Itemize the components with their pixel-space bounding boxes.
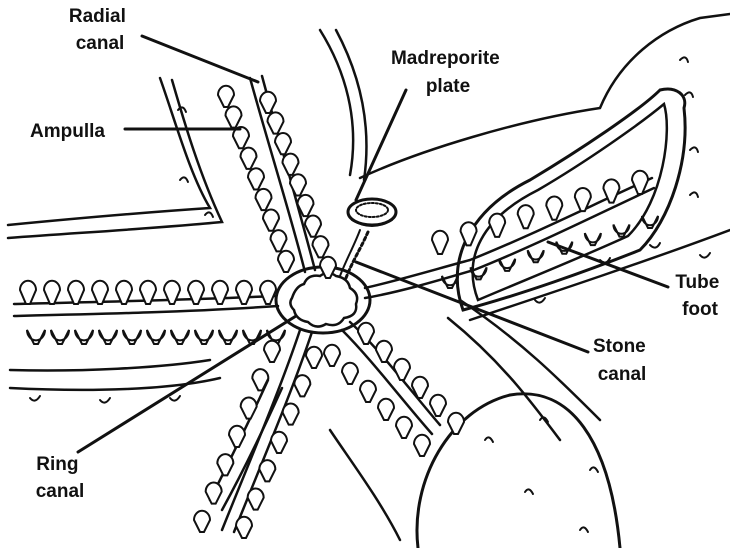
tube-foot-bulb	[394, 359, 410, 380]
tube-foot-bulb	[68, 281, 84, 304]
arm-bottom-right	[330, 430, 400, 540]
tube-foot-bulb	[206, 482, 222, 503]
tube-foot-bulb	[306, 347, 322, 368]
tube-foot-bulb	[248, 168, 264, 189]
tube-foot-bulb	[248, 488, 264, 509]
tube-foot-bulb	[212, 281, 228, 304]
tube-foot-bulb	[188, 281, 204, 304]
tube-feet	[20, 86, 658, 538]
tube-foot-bulb	[226, 106, 242, 127]
tube-foot-bulb	[20, 281, 36, 304]
arm-outlines	[8, 14, 730, 548]
tube-foot-bulb	[219, 330, 237, 344]
tube-foot-bulb	[546, 197, 562, 220]
tube-foot-bulb	[44, 281, 60, 304]
tube-foot-bulb	[448, 413, 464, 434]
label-stone-canal: Stone canal	[593, 336, 651, 385]
tube-foot-bulb	[264, 341, 280, 362]
tube-foot-bulb	[217, 454, 233, 475]
tube-foot-bulb	[51, 330, 69, 344]
arm-upper-left-outline	[8, 78, 210, 225]
tube-foot-bulb	[613, 225, 629, 237]
tube-foot-bulb	[461, 222, 477, 245]
tube-foot-bulb	[260, 281, 276, 304]
tube-foot-bulb	[275, 133, 291, 154]
tube-foot-bulb	[432, 231, 448, 254]
tube-foot-bulb	[360, 381, 376, 402]
arm-right-cut-inner	[473, 104, 667, 300]
tube-foot-bulb	[290, 174, 306, 195]
tube-foot-bulb	[229, 426, 245, 447]
arm-left-outline	[10, 360, 210, 371]
tube-foot-bulb	[259, 460, 275, 481]
tube-foot-bulb	[518, 205, 534, 228]
tube-foot-bulb	[585, 233, 601, 245]
arm-right-outline	[360, 14, 730, 178]
tube-foot-bulb	[294, 375, 310, 396]
tube-foot-bulb	[632, 171, 648, 194]
tube-foot-bulb	[236, 281, 252, 304]
label-madreporite-plate: Madreporite plate	[391, 48, 505, 97]
tube-foot-bulb	[313, 236, 329, 257]
tube-foot-bulb	[260, 92, 276, 113]
tube-foot-bulb	[528, 250, 544, 262]
tube-foot-bulb	[342, 363, 358, 384]
tube-foot-bulb	[376, 341, 392, 362]
tube-foot-bulb	[194, 511, 210, 532]
tube-foot-bulb	[147, 330, 165, 344]
tube-foot-bulb	[268, 112, 284, 133]
tube-foot-bulb	[271, 230, 287, 251]
label-ring-canal: Ring canal	[36, 454, 85, 502]
tube-foot-bulb	[256, 189, 272, 210]
tube-foot-bulb	[499, 259, 515, 271]
tube-foot-bulb	[241, 397, 257, 418]
tube-foot-bulb	[241, 148, 257, 169]
labels: Radial canal Ampulla Madreporite plate T…	[30, 6, 725, 502]
label-tube-foot: Tube foot	[675, 272, 724, 320]
leader-tube-foot	[548, 242, 668, 287]
aboral-mound	[417, 394, 620, 548]
tube-foot-bulb	[263, 210, 279, 231]
arm-top-outline	[320, 30, 353, 175]
tube-foot-bulb	[218, 86, 234, 107]
tube-foot-bulb	[99, 330, 117, 344]
tube-foot-bulb	[283, 403, 299, 424]
tube-foot-bulb	[236, 517, 252, 538]
tube-foot-bulb	[123, 330, 141, 344]
tube-foot-bulb	[278, 251, 294, 272]
tube-foot-bulb	[358, 323, 374, 344]
tube-foot-bulb	[324, 345, 340, 366]
tube-foot-bulb	[414, 435, 430, 456]
tube-foot-bulb	[271, 432, 287, 453]
tube-foot-bulb	[430, 395, 446, 416]
tube-foot-bulb	[75, 330, 93, 344]
tube-foot-bulb	[27, 330, 45, 344]
label-ampulla: Ampulla	[30, 121, 105, 142]
tube-foot-bulb	[642, 216, 658, 228]
tube-foot-bulb	[489, 214, 505, 237]
radial-canal-left-2	[14, 306, 278, 316]
ring-canal	[276, 267, 370, 333]
label-radial-canal: Radial canal	[69, 6, 131, 54]
tube-foot-bulb	[195, 330, 213, 344]
tube-foot-bulb	[305, 216, 321, 237]
tube-foot-bulb	[171, 330, 189, 344]
tube-foot-bulb	[283, 154, 299, 175]
radial-canals	[14, 76, 654, 532]
leader-radial-canal	[142, 36, 258, 82]
tube-foot-bulb	[378, 399, 394, 420]
tube-foot-bulb	[396, 417, 412, 438]
